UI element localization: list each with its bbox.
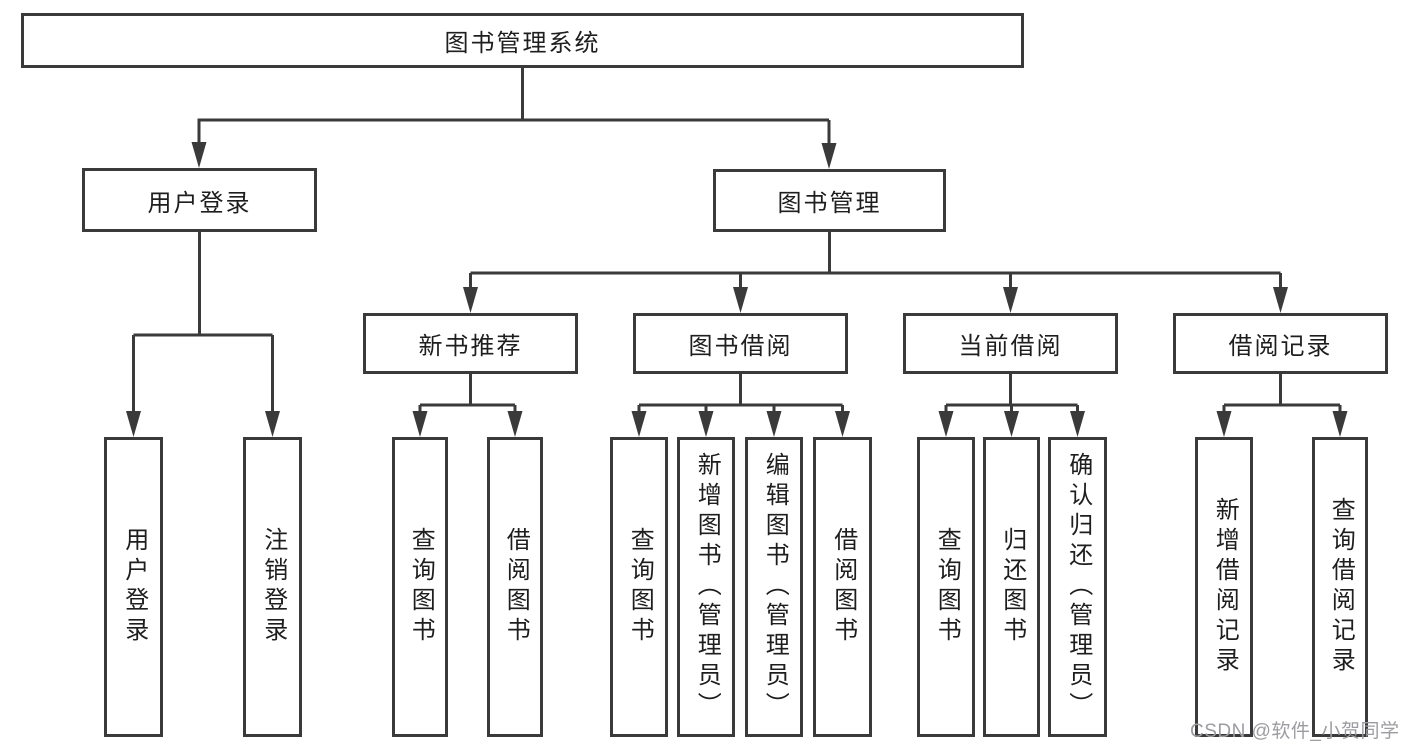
node-borrowing-records: 借阅记录 [1173,313,1388,374]
node-add-book-admin: 新增图书（管理员） [677,437,735,737]
node-logout-leaf: 注销登录 [243,437,302,737]
node-label: 查询图书 [626,527,654,647]
node-add-borrow-record: 新增借阅记录 [1195,437,1253,737]
node-label: 查询图书 [407,527,435,647]
node-label: 编辑图书（管理员） [761,452,789,722]
node-label: 用户登录 [120,527,148,647]
node-label: 查询图书 [933,527,961,647]
node-label: 查询借阅记录 [1327,497,1355,677]
node-label: 借阅图书 [829,527,857,647]
node-book-borrowing: 图书借阅 [633,313,848,374]
arrowhead-icon [821,143,837,169]
csdn-watermark: CSDN @软件_小贺同学 [1190,721,1400,742]
node-query-books-current: 查询图书 [917,437,975,737]
node-new-book-recommend: 新书推荐 [363,313,578,374]
arrowhead-icon [938,411,954,437]
node-borrow-books-leaf: 借阅图书 [813,437,872,737]
arrowhead-icon [1003,287,1018,313]
arrowhead-icon [1273,287,1288,313]
node-label: 新增图书（管理员） [693,452,721,722]
node-label: 确认归还（管理员） [1064,452,1092,722]
node-user-login: 用户登录 [82,168,317,232]
arrowhead-icon [631,411,647,437]
arrowhead-icon [1332,411,1348,437]
arrowhead-icon [507,411,523,437]
node-label: 新增借阅记录 [1211,497,1239,677]
node-label: 注销登录 [259,527,287,647]
arrowhead-icon [733,287,748,313]
node-library-system: 图书管理系统 [21,13,1024,68]
node-edit-book-admin: 编辑图书（管理员） [745,437,803,737]
arrowheads [126,142,1348,437]
node-borrow-books-recommend: 借阅图书 [487,437,543,737]
arrowhead-icon [191,142,207,168]
node-label: 归还图书 [998,527,1026,647]
arrowhead-icon [463,287,478,313]
arrowhead-icon [766,411,782,437]
node-user-login-leaf: 用户登录 [104,437,163,737]
arrowhead-icon [126,411,141,437]
arrowhead-icon [835,411,850,437]
node-return-books: 归还图书 [983,437,1040,737]
arrowhead-icon [1004,411,1019,437]
node-book-management: 图书管理 [713,169,946,232]
node-query-books-recommend: 查询图书 [392,437,448,737]
node-label: 借阅图书 [502,527,530,647]
arrowhead-icon [1216,411,1232,437]
node-current-borrowing: 当前借阅 [903,313,1118,374]
arrowhead-icon [698,411,714,437]
arrowhead-icon [412,411,428,437]
node-confirm-return-admin: 确认归还（管理员） [1048,437,1107,737]
node-query-books-borrowing: 查询图书 [610,437,668,737]
arrowhead-icon [265,411,280,437]
node-query-borrow-record: 查询借阅记录 [1312,437,1368,737]
arrowhead-icon [1070,411,1085,437]
